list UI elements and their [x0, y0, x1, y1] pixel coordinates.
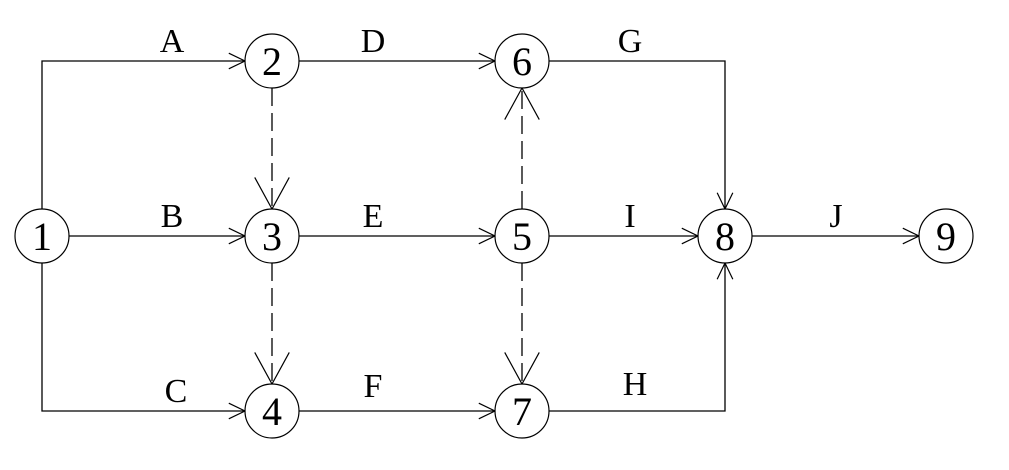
node-label: 4 — [262, 389, 282, 434]
node-6: 6 — [494, 33, 550, 89]
edges-layer — [41, 52, 921, 420]
activity-label: D — [361, 23, 386, 60]
activity-label: F — [364, 368, 383, 405]
activity-d-arrow — [299, 52, 497, 70]
dummy-5-6-arrow — [504, 86, 540, 209]
node-circle — [494, 208, 550, 264]
node-label: 9 — [936, 214, 956, 259]
activity-c-arrow — [41, 263, 247, 420]
node-2: 2 — [244, 33, 300, 89]
activity-label: B — [161, 198, 184, 235]
node-label: 5 — [512, 214, 532, 259]
node-8: 8 — [697, 208, 753, 264]
node-circle — [697, 208, 753, 264]
node-circle — [244, 208, 300, 264]
nodes-layer: 1 2 3 4 5 6 7 8 9 — [14, 33, 974, 439]
activity-label: C — [165, 373, 188, 410]
node-circle — [244, 33, 300, 89]
dummy-3-4-arrow — [254, 263, 290, 386]
activity-label: I — [624, 198, 635, 235]
node-label: 3 — [262, 214, 282, 259]
node-5: 5 — [494, 208, 550, 264]
activity-e-arrow — [299, 227, 497, 245]
activity-a-arrow-line — [41, 60, 245, 209]
node-circle — [244, 383, 300, 439]
node-4: 4 — [244, 383, 300, 439]
dummy-2-3-arrow — [254, 88, 290, 211]
activity-label: H — [623, 366, 648, 403]
activity-f-arrow — [299, 402, 497, 420]
node-label: 1 — [32, 214, 52, 259]
activity-label: G — [618, 23, 643, 60]
activity-c-arrow-line — [41, 263, 245, 412]
node-circle — [14, 208, 70, 264]
labels-layer: A B C D E F G I H J — [160, 23, 843, 410]
node-label: 7 — [512, 389, 532, 434]
node-1: 1 — [14, 208, 70, 264]
node-3: 3 — [244, 208, 300, 264]
activity-b-arrow — [69, 227, 247, 245]
activity-label: J — [829, 198, 842, 235]
activity-label: E — [363, 198, 384, 235]
activity-g-arrow — [549, 60, 734, 211]
node-7: 7 — [494, 383, 550, 439]
node-circle — [494, 383, 550, 439]
dummy-5-7-arrow — [504, 263, 540, 386]
activity-h-arrow-line — [549, 263, 726, 412]
node-circle — [494, 33, 550, 89]
node-label: 8 — [715, 214, 735, 259]
activity-g-arrow-line — [549, 60, 726, 209]
node-9: 9 — [918, 208, 974, 264]
activity-a-arrow — [41, 52, 247, 209]
activity-label: A — [160, 23, 185, 60]
node-label: 6 — [512, 39, 532, 84]
node-label: 2 — [262, 39, 282, 84]
node-circle — [918, 208, 974, 264]
